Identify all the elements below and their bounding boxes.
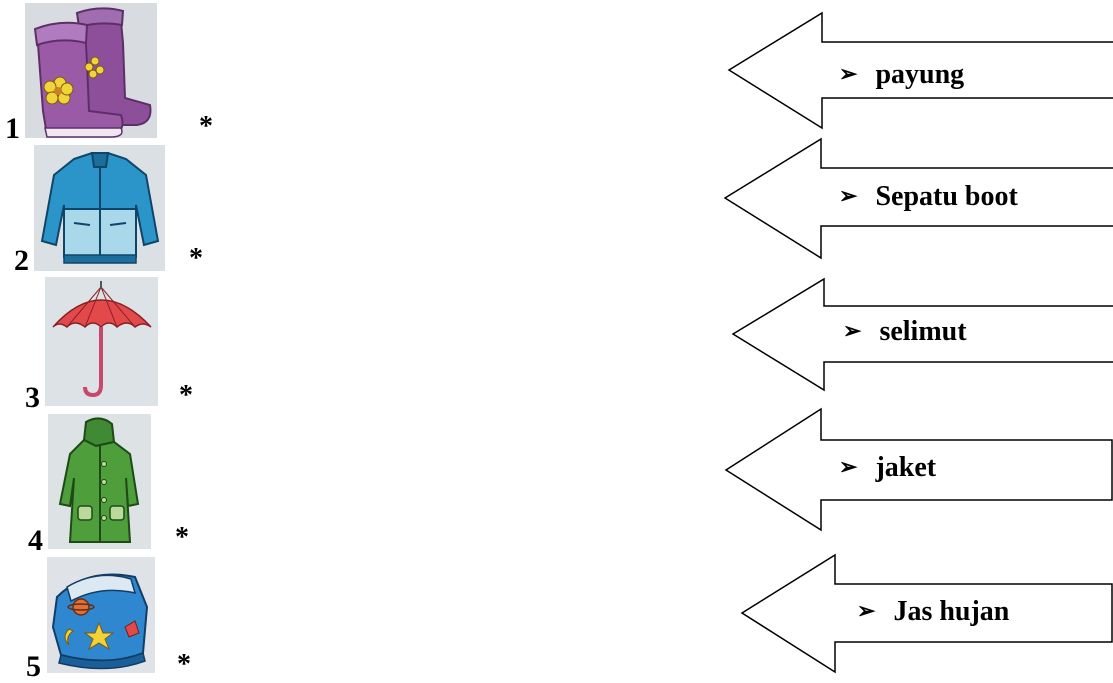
umbrella-picture bbox=[45, 277, 158, 406]
item-number: 2 bbox=[14, 244, 29, 277]
jacket-picture bbox=[34, 145, 165, 271]
answer-label: ➢ Jas hujan bbox=[857, 594, 1009, 630]
arrow-bullet-icon: ➢ bbox=[839, 454, 858, 479]
answer-text: payung bbox=[875, 59, 965, 90]
blanket-icon bbox=[51, 573, 149, 670]
umbrella-icon bbox=[52, 281, 152, 398]
item-marker: * bbox=[177, 649, 191, 680]
answer-text: Jas hujan bbox=[893, 596, 1010, 627]
answer-label: ➢ Sepatu boot bbox=[839, 179, 1018, 215]
answer-label: ➢ payung bbox=[839, 57, 964, 93]
answer-text: jaket bbox=[875, 452, 937, 483]
arrow-shape bbox=[740, 553, 1113, 674]
arrow-bullet-icon: ➢ bbox=[839, 183, 858, 208]
item-number: 4 bbox=[28, 524, 43, 557]
arrow-shape bbox=[727, 11, 1113, 130]
item-number: 3 bbox=[25, 381, 40, 414]
arrow-bullet-icon: ➢ bbox=[839, 61, 858, 86]
rain-boots-icon bbox=[33, 7, 152, 138]
item-marker: * bbox=[189, 243, 203, 274]
jacket-icon bbox=[40, 151, 160, 264]
arrow-bullet-icon: ➢ bbox=[857, 598, 876, 623]
item-marker: * bbox=[179, 380, 193, 411]
item-number: 5 bbox=[26, 650, 41, 683]
item-marker: * bbox=[199, 111, 213, 142]
item-marker: * bbox=[175, 522, 189, 553]
arrow-shape bbox=[731, 277, 1113, 392]
item-number: 1 bbox=[5, 112, 20, 145]
blanket-picture bbox=[47, 557, 155, 673]
answer-text: selimut bbox=[879, 316, 967, 347]
arrow-bullet-icon: ➢ bbox=[843, 318, 862, 343]
boots-picture bbox=[25, 3, 157, 138]
raincoat-icon bbox=[58, 417, 140, 543]
answer-text: Sepatu boot bbox=[875, 181, 1018, 212]
raincoat-picture bbox=[48, 414, 151, 549]
arrow-shape bbox=[724, 407, 1113, 532]
answer-label: ➢ selimut bbox=[843, 314, 967, 350]
answer-label: ➢ jaket bbox=[839, 450, 936, 486]
arrow-shape bbox=[723, 137, 1113, 260]
